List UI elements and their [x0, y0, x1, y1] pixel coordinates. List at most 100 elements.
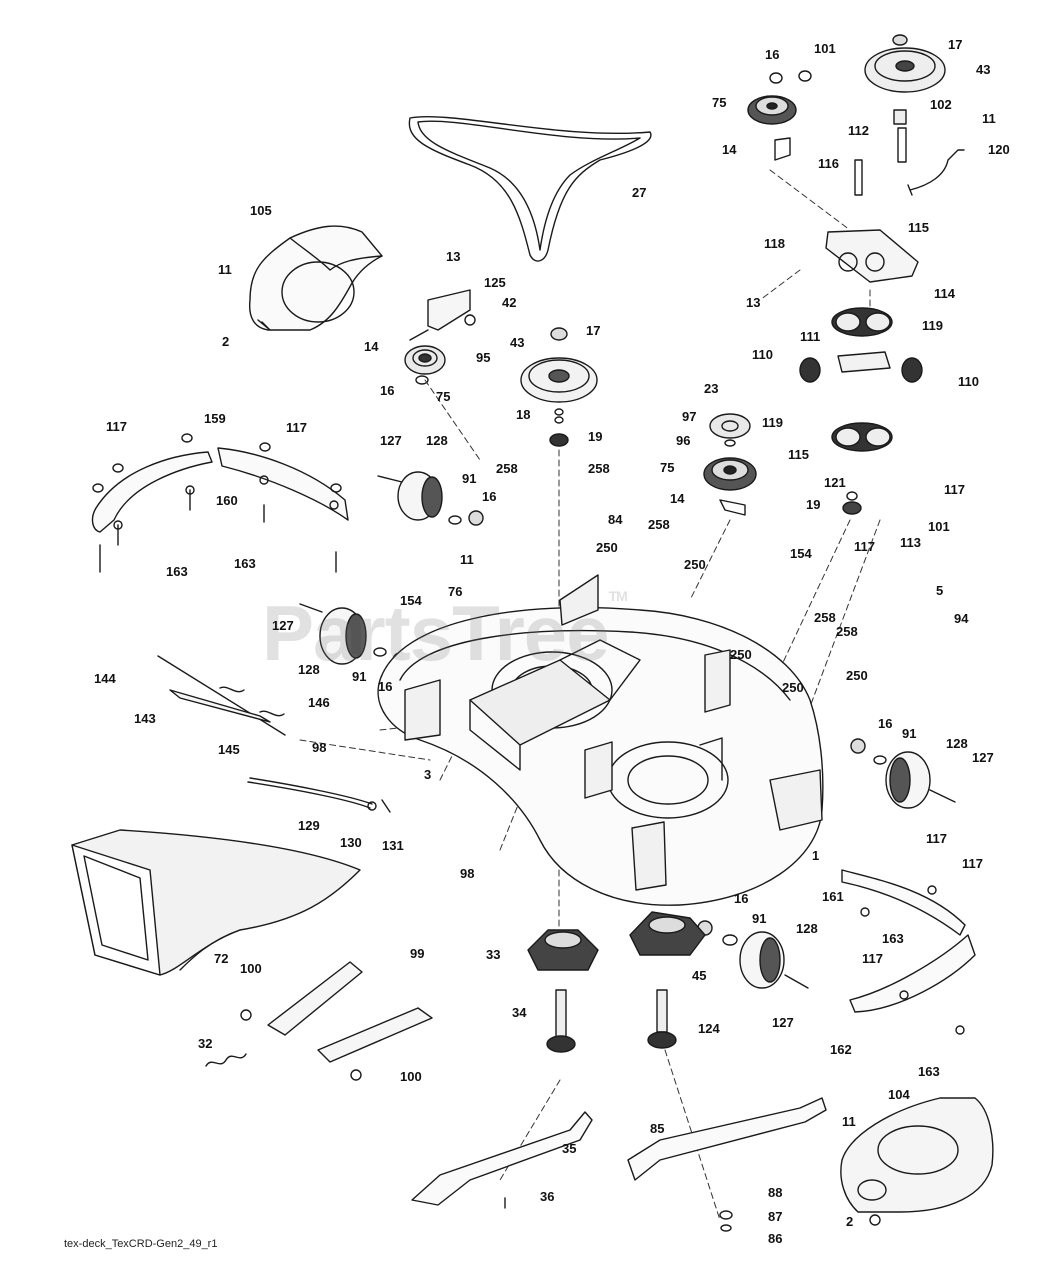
callout-120: 120 — [988, 142, 1010, 157]
callout-163: 163 — [882, 931, 904, 946]
callout-250: 250 — [596, 540, 618, 555]
callout-13: 13 — [446, 249, 461, 264]
callout-91: 91 — [752, 911, 767, 926]
callout-35: 35 — [562, 1141, 577, 1156]
callout-115: 115 — [908, 220, 929, 235]
callout-33: 33 — [486, 947, 501, 962]
callout-110: 110 — [958, 374, 979, 389]
callout-1: 1 — [812, 848, 820, 863]
callout-94: 94 — [954, 611, 969, 626]
callout-115: 115 — [788, 447, 809, 462]
callout-163: 163 — [918, 1064, 940, 1079]
watermark-trademark: TM — [608, 588, 628, 604]
callout-117: 117 — [106, 419, 127, 434]
callout-96: 96 — [676, 433, 691, 448]
callout-127: 127 — [380, 433, 402, 448]
callout-117: 117 — [862, 951, 883, 966]
callout-161: 161 — [822, 889, 844, 904]
callout-145: 145 — [218, 742, 240, 757]
callout-2: 2 — [222, 334, 230, 349]
callout-23: 23 — [704, 381, 719, 396]
callout-128: 128 — [796, 921, 818, 936]
callout-75: 75 — [660, 460, 675, 475]
callout-11: 11 — [218, 262, 232, 277]
deck-hanger-links-part — [205, 961, 433, 1081]
callout-11: 11 — [842, 1114, 856, 1129]
callout-117: 117 — [944, 482, 965, 497]
callout-117: 117 — [286, 420, 307, 435]
callout-43: 43 — [976, 62, 991, 77]
callout-76: 76 — [448, 584, 463, 599]
callout-258: 258 — [648, 517, 670, 532]
callout-34: 34 — [512, 1005, 527, 1020]
callout-75: 75 — [712, 95, 727, 110]
callout-84: 84 — [608, 512, 623, 527]
callout-16: 16 — [380, 383, 395, 398]
belt-shield-left-part — [248, 225, 383, 331]
callout-97: 97 — [682, 409, 697, 424]
callout-72: 72 — [214, 951, 229, 966]
deck-rods-part — [157, 655, 391, 813]
callout-91: 91 — [352, 669, 367, 684]
callout-95: 95 — [476, 350, 491, 365]
upper-right-pulley-part — [747, 34, 965, 196]
callout-110: 110 — [752, 347, 773, 362]
callout-121: 121 — [824, 475, 846, 490]
callout-100: 100 — [400, 1069, 422, 1084]
callout-113: 113 — [900, 535, 921, 550]
callout-144: 144 — [94, 671, 116, 686]
callout-87: 87 — [768, 1209, 783, 1224]
callout-250: 250 — [782, 680, 804, 695]
callout-36: 36 — [540, 1189, 555, 1204]
callout-117: 117 — [962, 856, 983, 871]
callout-16: 16 — [482, 489, 497, 504]
anti-scalp-wheels-part — [299, 471, 956, 989]
callout-131: 131 — [382, 838, 404, 853]
callout-154: 154 — [790, 546, 812, 561]
callout-129: 129 — [298, 818, 320, 833]
gear-housing-plate-part — [799, 229, 923, 515]
callout-99: 99 — [410, 946, 425, 961]
callout-102: 102 — [930, 97, 952, 112]
callout-258: 258 — [836, 624, 858, 639]
callout-130: 130 — [340, 835, 362, 850]
callout-146: 146 — [308, 695, 330, 710]
callout-250: 250 — [684, 557, 706, 572]
callout-42: 42 — [502, 295, 517, 310]
discharge-chute-part — [71, 829, 361, 976]
callout-258: 258 — [496, 461, 518, 476]
callout-154: 154 — [400, 593, 422, 608]
callout-250: 250 — [730, 647, 752, 662]
baffle-right-part — [841, 869, 976, 1035]
watermark: PartsTreeTM — [262, 588, 628, 679]
callout-16: 16 — [734, 891, 749, 906]
callout-127: 127 — [772, 1015, 794, 1030]
callout-117: 117 — [926, 831, 947, 846]
callout-104: 104 — [888, 1087, 910, 1102]
callout-3: 3 — [424, 767, 432, 782]
callout-112: 112 — [848, 123, 869, 138]
callout-159: 159 — [204, 411, 226, 426]
callout-124: 124 — [698, 1021, 720, 1036]
deck-housing-part — [377, 574, 824, 906]
callout-5: 5 — [936, 583, 944, 598]
callout-86: 86 — [768, 1231, 783, 1246]
callout-88: 88 — [768, 1185, 783, 1200]
callout-91: 91 — [462, 471, 477, 486]
spindle-housing-part — [527, 911, 706, 1053]
baffle-left-part — [91, 433, 349, 573]
callout-128: 128 — [298, 662, 320, 677]
belt-shield-right-part — [840, 1097, 994, 1226]
callout-163: 163 — [234, 556, 256, 571]
callout-27: 27 — [632, 185, 647, 200]
callout-127: 127 — [972, 750, 994, 765]
spindle-pulley-center-part — [520, 327, 598, 447]
callout-11: 11 — [460, 552, 474, 567]
callout-163: 163 — [166, 564, 188, 579]
callout-119: 119 — [762, 415, 783, 430]
callout-258: 258 — [814, 610, 836, 625]
idler-bracket-left-part — [404, 289, 476, 385]
callout-85: 85 — [650, 1121, 665, 1136]
callout-75: 75 — [436, 389, 451, 404]
